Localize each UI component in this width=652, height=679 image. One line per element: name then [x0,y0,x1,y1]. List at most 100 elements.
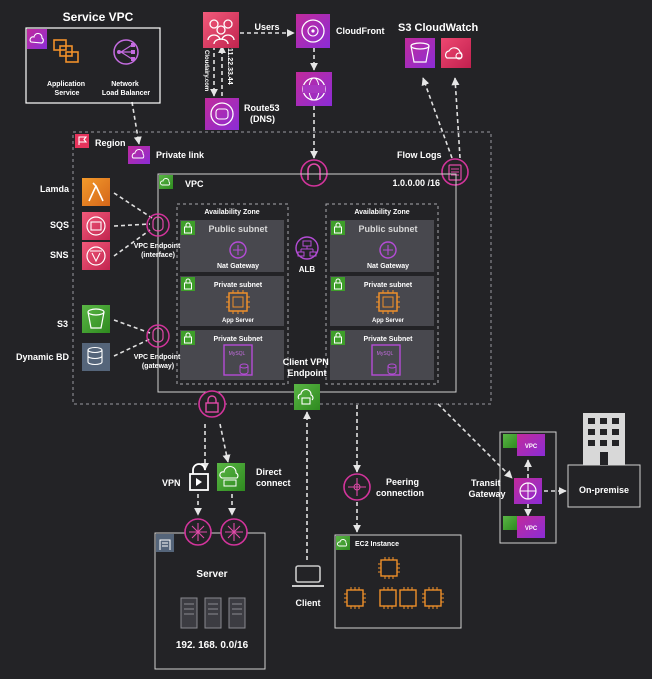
s3-icon-left [82,305,110,333]
server-label: Server [196,569,227,580]
service-vpc-box [25,27,161,104]
direct-connect-label: Direct connect [256,467,291,488]
connector-sns-endpoint [113,229,151,257]
lamda-label: Lamda [40,184,70,194]
az-1-nat-gateway-label: Nat Gateway [217,263,259,270]
direct-connect-icon [217,463,245,491]
users-label: Users [254,22,279,32]
az-2-private-subnet-label: Private subnet [364,282,413,289]
s3-label: S3 [57,319,68,329]
vpn-gateway-lock-icon [198,390,226,418]
transit-gateway-icon [514,478,542,504]
region-boundary [72,131,492,405]
vpc-endpoint-gateway-label: VPC Endpoint (gateway) [134,354,183,370]
vpn-client-icon [189,463,209,491]
client-laptop-icon [292,565,324,587]
sns-label: SNS [50,250,69,260]
route53-icon [205,98,239,130]
vpc-label: VPC [185,179,204,189]
az-2-app-server-label: App Server [372,318,405,324]
server-cidr-label: 192. 168. 0.0/16 [176,640,249,651]
az-1-mysql-icon [223,344,253,376]
az-2-db-subnet-label: Private Subnet [363,336,413,343]
transit-box [499,431,557,544]
az-2-app-server-icon [376,290,400,314]
s3-cloudwatch-label: S3 CloudWatch [398,22,479,34]
az-2-nat-gateway-label: Nat Gateway [367,263,409,270]
flow-logs-icon [441,158,469,186]
network-load-balancer-label: Network Load Balancer [102,81,151,97]
ec2-instance-box [334,534,462,629]
vpc-endpoint-gateway-icon [146,324,170,348]
building-icon [583,413,625,465]
az-2-mysql-label: MySQL [377,351,394,357]
peering-connection-label: Peering connection [376,477,424,498]
s3-bucket-icon-top [405,38,435,68]
service-vpc-title: Service VPC [63,10,134,24]
flow-logs-label: Flow Logs [397,150,442,160]
dns-name-label: Cloudairy.com [203,50,209,91]
connector-lock-direct [219,423,231,463]
ec2-chip-icons [344,557,444,609]
transit-gateway-label: Transit Gateway [468,478,505,499]
connector-lambda-endpoint [113,192,153,219]
client-vpn-endpoint-label: Client VPN Endpoint [283,357,332,378]
application-service-label: Application Service [47,81,87,97]
dynamodb-icon [82,343,110,371]
connector-s3-endpoint [113,319,151,334]
private-link-label: Private link [156,150,205,160]
route53-label: Route53 (DNS) [244,103,282,124]
connector-servicevpc-privatelink [131,101,142,145]
vpc-endpoint-interface-icon [146,213,170,237]
connector-sqs-endpoint [113,223,151,227]
router-icon-left [184,518,212,546]
az-2-private-subnet [330,276,434,326]
az-1-app-server-icon [226,290,250,314]
private-link-icon [128,146,150,164]
az-1-app-server-label: App Server [222,318,255,324]
alb-label: ALB [299,265,316,274]
client-label: Client [295,598,320,608]
az-2-public-subnet [330,220,434,272]
cloudfront-icon [296,14,330,48]
ip-address-label: 11.22.33.44 [226,48,233,85]
az-1-boundary [176,203,289,385]
dynamic-bd-label: Dynamic BD [16,352,70,362]
az-1-db-subnet [180,330,284,380]
az-1-nat-gateway-icon [229,241,247,259]
sqs-label: SQS [50,220,69,230]
connector-vpc-transit [437,403,513,479]
network-load-balancer-icon [113,39,139,65]
www-globe-icon [296,72,332,106]
az-2-db-subnet [330,330,434,380]
az-2-mysql-icon [371,344,401,376]
server-rack-icons [180,597,246,629]
az-1-title: Availability Zone [204,209,259,216]
alb-icon [295,236,319,260]
az-2-public-subnet-label: Public subnet [358,224,417,234]
az-1-private-subnet-label: Private subnet [214,282,263,289]
on-premise-label: On-premise [579,485,629,495]
peering-connection-icon [343,473,371,501]
sqs-icon [82,212,110,240]
az-2-boundary [325,203,439,385]
az-1-private-subnet [180,276,284,326]
ec2-instance-label: EC2 Instance [355,541,399,548]
transit-vpc-badge-top: VPC [525,444,538,450]
connector-flowlogs-s3 [421,77,453,159]
vpn-label: VPN [162,478,181,488]
sns-icon [82,242,110,270]
users-icon [203,12,239,48]
cloudfront-label: CloudFront [336,26,385,36]
transit-vpc-bottom [503,516,545,538]
transit-vpc-badge-bottom: VPC [525,526,538,532]
client-vpn-endpoint-icon [294,384,320,410]
vpc-cidr-label: 1.0.0.00 /16 [392,178,440,188]
az-1-db-subnet-label: Private Subnet [213,336,263,343]
connector-flowlogs-cloudwatch [451,77,461,159]
cloudwatch-icon [441,38,471,68]
az-1-public-subnet-label: Public subnet [208,224,267,234]
lambda-icon [82,178,110,206]
transit-vpc-top [503,434,545,456]
